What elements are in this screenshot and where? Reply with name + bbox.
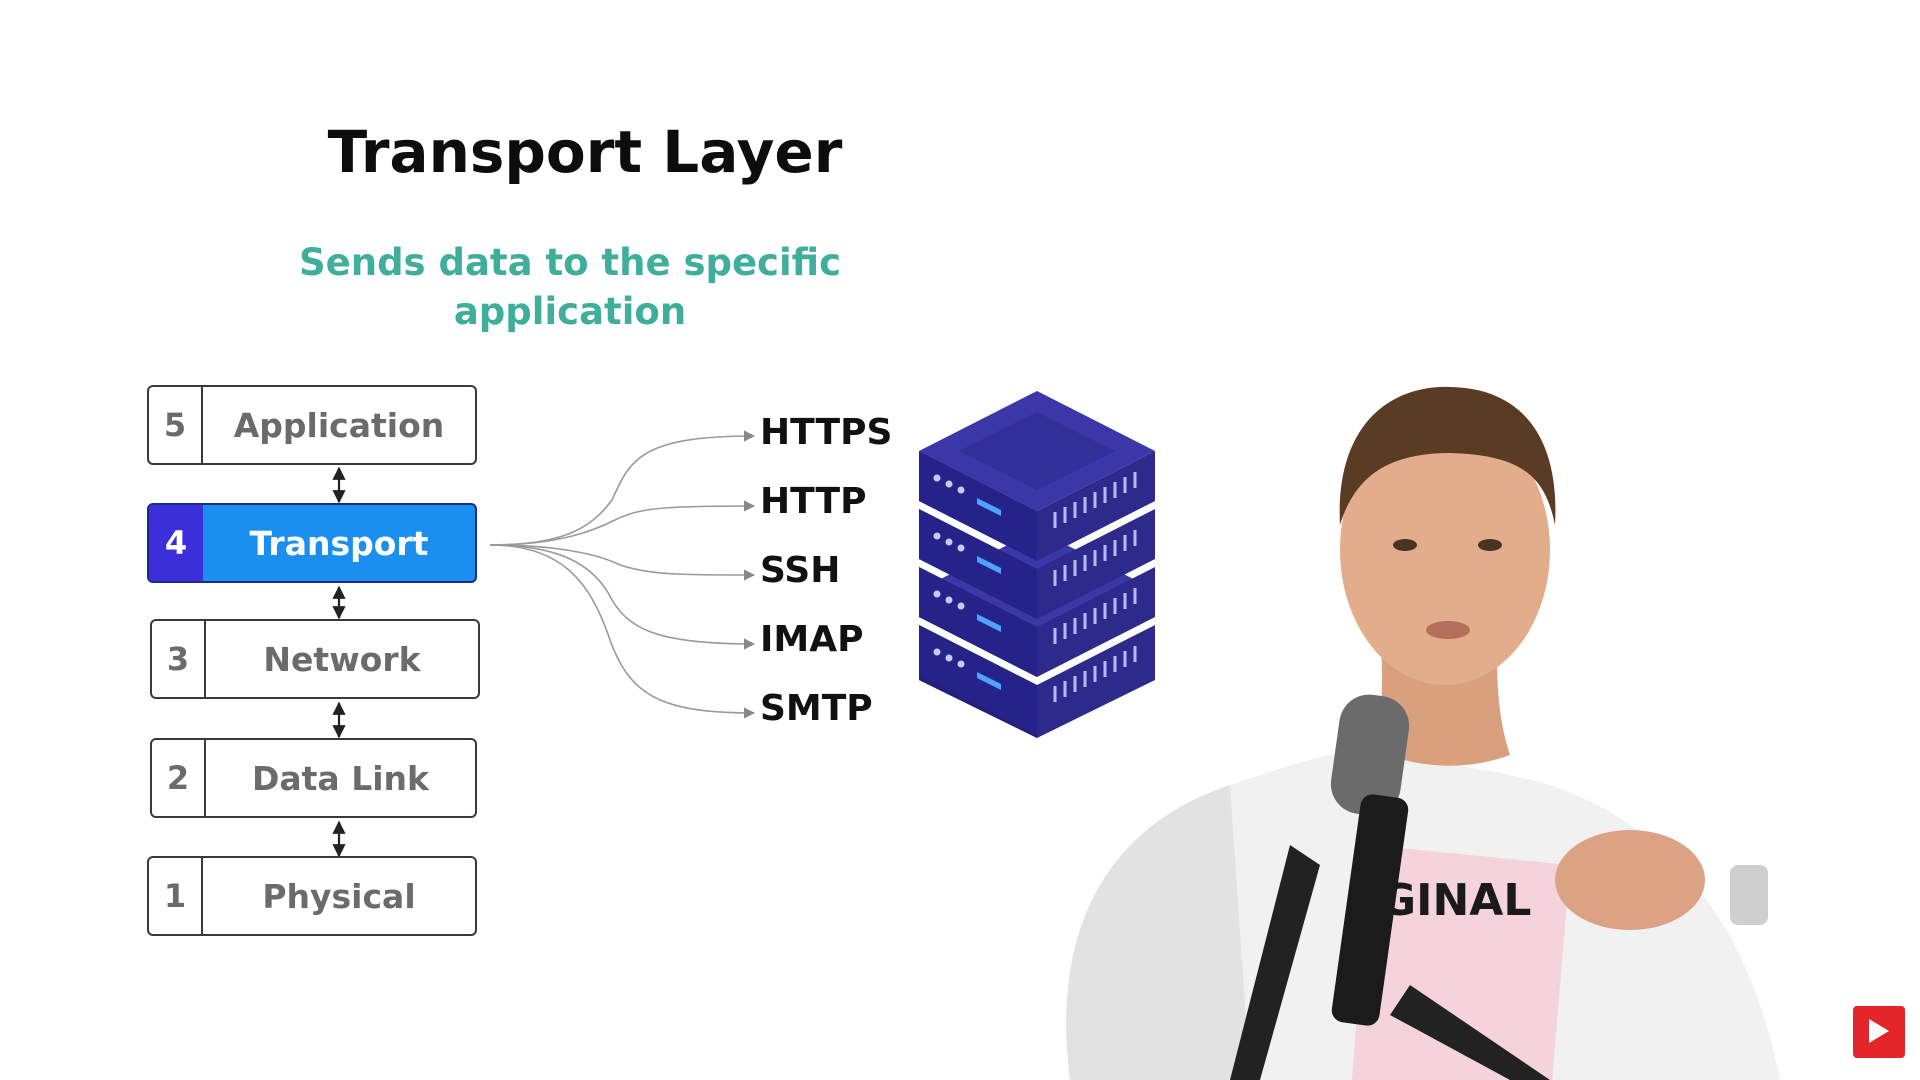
presenter-video: GINAL [1066,386,1780,1080]
osi-layer-data-link: 2 Data Link [150,738,477,818]
curve-smtp [489,544,756,719]
protocol-smtp: SMTP [760,688,873,729]
protocol-http: HTTP [760,481,867,522]
slide-subtitle: Sends data to the specific application [298,241,842,333]
subscribe-button[interactable] [1853,1006,1905,1058]
layer-number: 2 [152,740,206,816]
layer-name: Application [233,405,445,445]
layer-name: Network [263,639,421,679]
protocol-curves [489,430,756,719]
curve-http [489,500,756,546]
osi-layer-physical: 1 Physical [147,856,477,936]
server-unit-2 [919,509,1155,619]
server-unit-1 [919,391,1155,561]
layer-name: Transport [249,523,429,563]
server-unit-3 [919,567,1155,677]
protocol-ssh: SSH [760,550,841,591]
layer-name: Data Link [252,758,429,798]
curve-https [489,430,756,546]
layer-number: 4 [149,505,203,581]
protocol-https: HTTPS [760,412,893,453]
layer-number: 1 [149,858,203,934]
osi-layer-application: 5 Application [147,385,477,465]
layer-name: Physical [262,876,416,916]
slide-title: Transport Layer [327,118,843,186]
protocol-imap: IMAP [760,619,864,660]
curve-ssh [489,544,756,581]
layer-number: 5 [149,387,203,463]
subscribe-icon [1869,1018,1889,1043]
layer-number: 3 [152,621,206,697]
curve-imap [489,544,756,650]
server-unit-4 [919,625,1155,735]
server-stack-icon [919,391,1155,738]
osi-layer-transport: 4 Transport [147,503,477,583]
svg-text:GINAL: GINAL [1380,875,1531,926]
osi-layer-network: 3 Network [150,619,480,699]
